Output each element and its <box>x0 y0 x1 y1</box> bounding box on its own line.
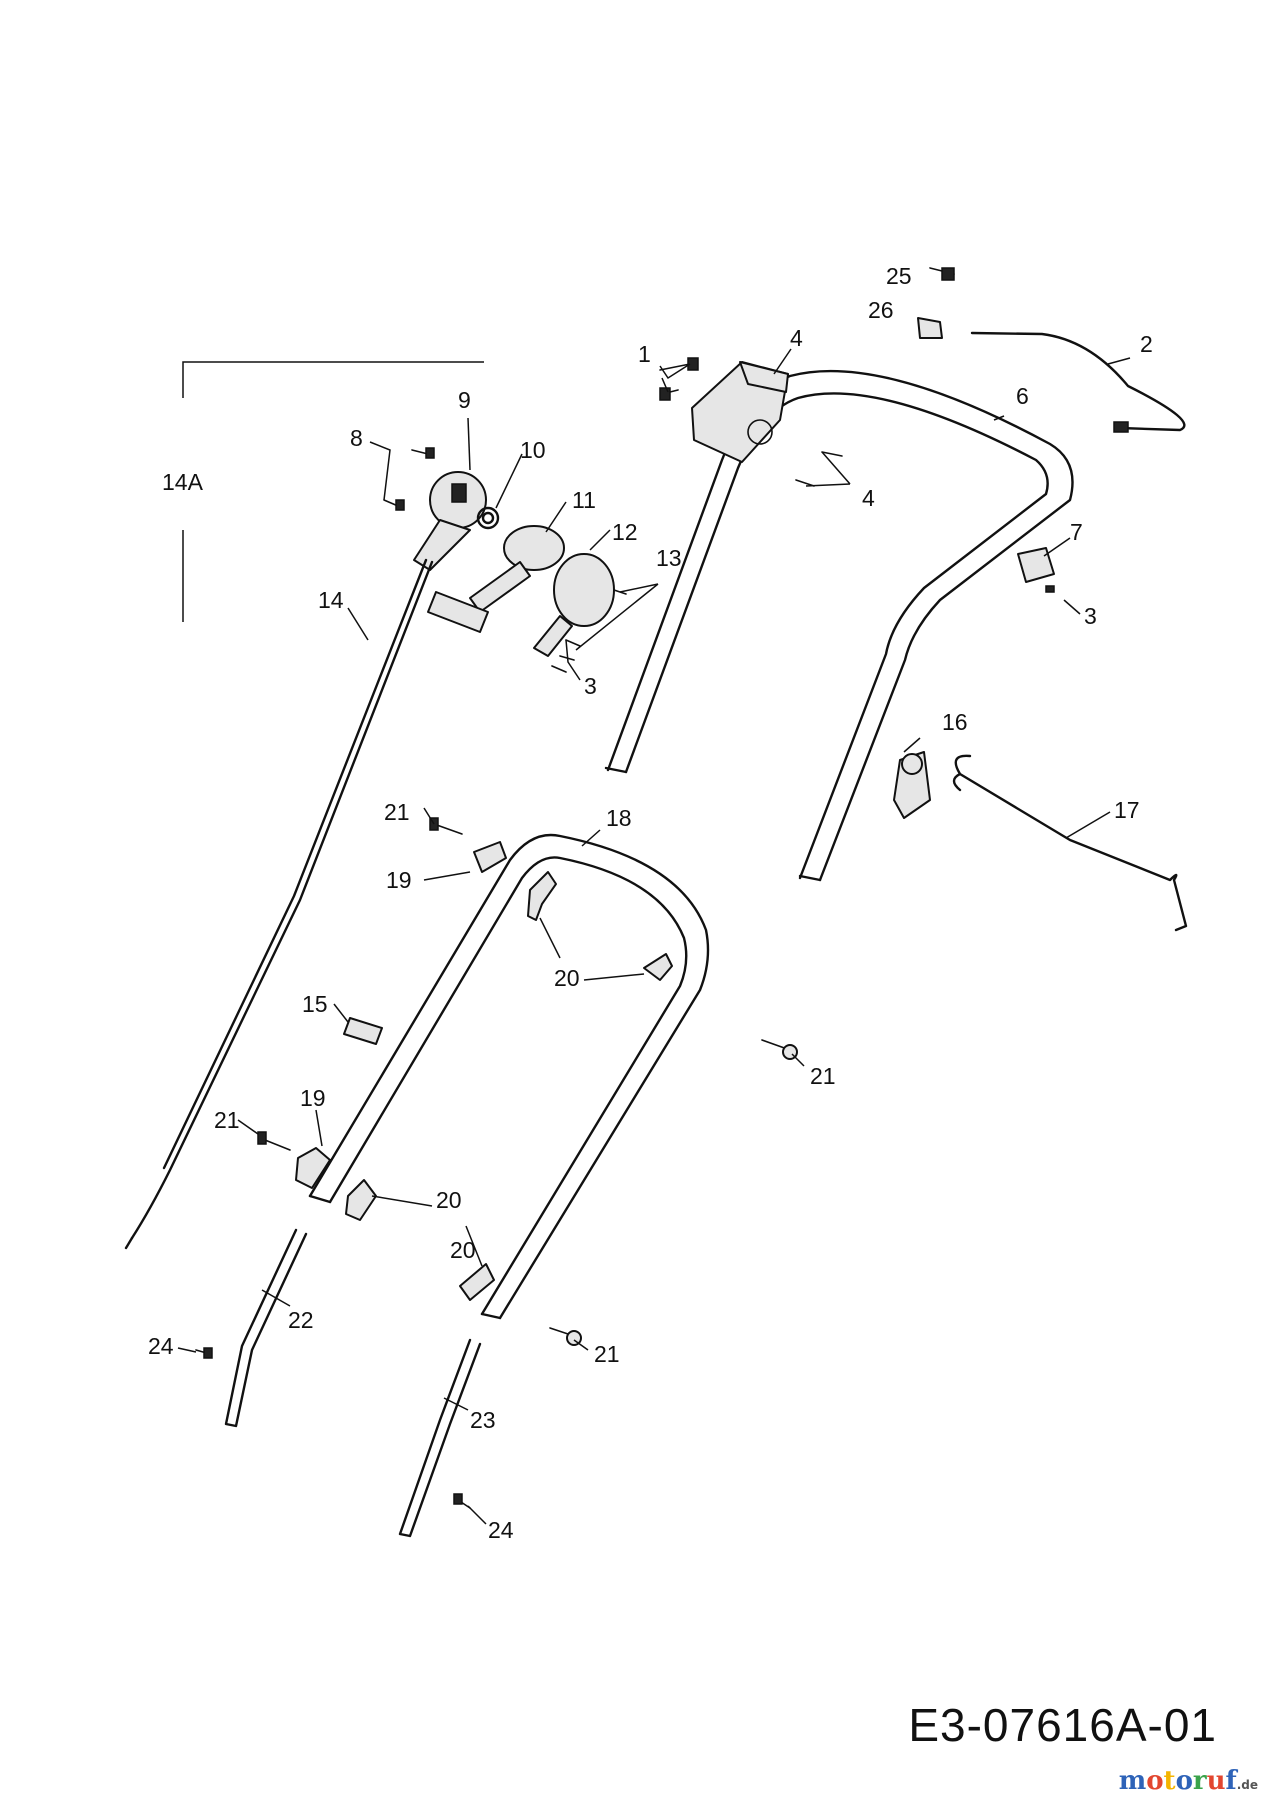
cable-guide-housing <box>691 361 789 463</box>
wing-knob-20-d <box>459 1263 495 1301</box>
bolt-21-d <box>549 1327 582 1346</box>
callout-13: 13 <box>656 545 682 571</box>
leader-lines <box>177 348 1131 1525</box>
lower-handle-18 <box>308 833 710 1320</box>
bracket-19-lower <box>295 1147 331 1189</box>
callout-20-b: 20 <box>436 1187 462 1213</box>
callout-16: 16 <box>942 709 968 735</box>
callout-14: 14 <box>318 587 344 613</box>
bolt-21-c <box>257 1131 291 1151</box>
callout-20-a: 20 <box>554 965 580 991</box>
callout-3-a: 3 <box>1084 603 1097 629</box>
callout-2: 2 <box>1140 331 1153 357</box>
callout-21-c: 21 <box>214 1107 240 1133</box>
lower-tube-22 <box>224 1228 308 1428</box>
operator-bail-17 <box>952 754 1188 932</box>
callout-6: 6 <box>1016 383 1029 409</box>
wing-knob-20-a <box>527 871 557 921</box>
callout-4-b: 4 <box>862 485 875 511</box>
control-cable-14 <box>124 558 434 1250</box>
callout-26: 26 <box>868 297 894 323</box>
callout-21-d: 21 <box>594 1341 620 1367</box>
callout-24-b: 24 <box>488 1517 514 1543</box>
watermark-logo: motoruf.de <box>1118 1766 1258 1796</box>
callout-22: 22 <box>288 1307 314 1333</box>
cable-clip-7 <box>1017 547 1055 593</box>
control-lever-11 <box>427 525 565 633</box>
callout-3-b: 3 <box>584 673 597 699</box>
control-rod <box>970 331 1186 433</box>
callout-17: 17 <box>1114 797 1140 823</box>
callout-21-b: 21 <box>810 1063 836 1089</box>
lower-tube-23 <box>398 1338 482 1538</box>
bracket-16 <box>893 751 931 819</box>
callout-25: 25 <box>886 263 912 289</box>
callout-11: 11 <box>572 487 596 513</box>
callout-15: 15 <box>302 991 328 1017</box>
cover-12 <box>533 553 615 657</box>
callout-19-b: 19 <box>300 1085 326 1111</box>
screw-24-b <box>453 1493 471 1509</box>
screw-1 <box>659 357 699 401</box>
callout-20-c: 20 <box>450 1237 476 1263</box>
callout-10: 10 <box>520 437 546 463</box>
callout-4-a: 4 <box>790 325 803 351</box>
bolt-25 <box>929 267 955 281</box>
bolt-21-b <box>761 1039 798 1060</box>
callout-1: 1 <box>638 341 651 367</box>
screw-24-a <box>195 1347 213 1359</box>
callout-18: 18 <box>606 805 632 831</box>
spring-10 <box>476 506 500 530</box>
screws-4b <box>795 451 843 487</box>
bolt-21-a <box>429 817 463 835</box>
callout-9: 9 <box>458 387 471 413</box>
callout-14a: 14A <box>162 469 204 495</box>
document-code: E3-07616A-01 <box>908 1699 1217 1751</box>
cable-clip-15 <box>343 1017 383 1045</box>
screw-8 <box>383 447 435 511</box>
callout-23: 23 <box>470 1407 496 1433</box>
wing-knob-20-b <box>643 953 673 981</box>
bracket-19-upper <box>473 841 507 873</box>
wing-knob-20-c <box>345 1179 377 1221</box>
upper-handle <box>604 369 1074 882</box>
lever-housing-9 <box>413 471 487 571</box>
callout-7: 7 <box>1070 519 1083 545</box>
clip-26 <box>917 317 943 339</box>
callout-24-a: 24 <box>148 1333 174 1359</box>
callout-21-a: 21 <box>384 799 410 825</box>
callout-8: 8 <box>350 425 363 451</box>
callout-12: 12 <box>612 519 638 545</box>
callout-19-a: 19 <box>386 867 412 893</box>
callout-labels: 1 4 25 26 2 6 4 7 3 14A 8 9 10 11 12 13 … <box>148 263 1153 1543</box>
assembly-14a-bracket <box>182 361 484 622</box>
